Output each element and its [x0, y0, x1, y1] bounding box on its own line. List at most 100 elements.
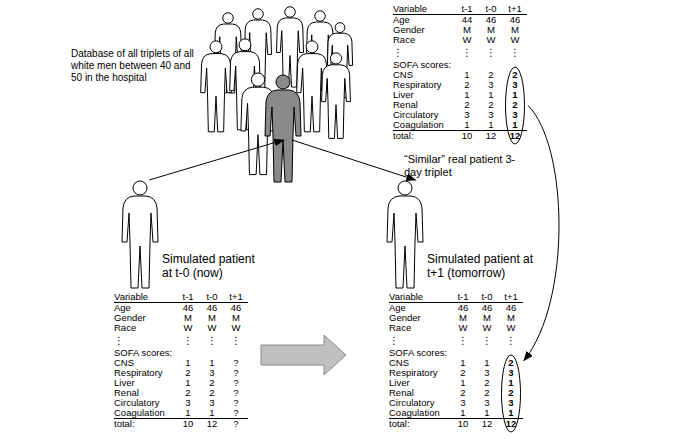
table-cell: 2: [479, 100, 503, 110]
patient-figure: Simulated patient at t-0 (now): [118, 180, 260, 290]
table-cell: Respiratory: [114, 368, 176, 378]
table-cell: 12: [503, 130, 527, 141]
table-cell: 3: [479, 110, 503, 120]
table-cell: CNS: [393, 70, 455, 80]
table-cell: 46: [200, 303, 224, 313]
table-cell: 2: [475, 388, 499, 398]
table-cell: t-1: [455, 4, 479, 15]
table-cell: W: [455, 35, 479, 45]
table-cell: 2: [503, 100, 527, 110]
table-cell: ?: [224, 408, 248, 418]
table-cell: M: [200, 313, 224, 323]
table-cell: Coagulation: [389, 408, 451, 418]
table-cell: ?: [224, 378, 248, 388]
table-cell: Variable: [389, 292, 451, 303]
table-cell: W: [479, 35, 503, 45]
table-cell: 46: [224, 303, 248, 313]
database-group: Database of all triplets of all white me…: [205, 10, 350, 140]
table-cell: Variable: [114, 292, 176, 303]
table-cell: 1: [475, 358, 499, 368]
table-cell: 1: [451, 358, 475, 368]
table-cell: 3: [200, 368, 224, 378]
table-cell: 2: [475, 378, 499, 388]
table-cell: 12: [200, 418, 224, 429]
table-cell: 10: [176, 418, 200, 429]
curved-arrow: [524, 105, 559, 360]
table-cell: 1: [451, 378, 475, 388]
table-cell: 3: [455, 110, 479, 120]
table-cell: M: [479, 25, 503, 35]
table-cell: 1: [455, 90, 479, 100]
table-cell: Gender: [393, 25, 455, 35]
table-cell: Renal: [389, 388, 451, 398]
table-cell: W: [475, 323, 499, 333]
table-cell: 3: [475, 398, 499, 408]
person-figure: [201, 41, 232, 132]
table-caption: “Similar” real patient 3-day triplet: [404, 153, 530, 179]
table-cell: W: [200, 323, 224, 333]
table-cell: 3: [503, 110, 527, 120]
table-cell: 1: [503, 90, 527, 100]
simulated-person-figure: [387, 181, 423, 288]
table-cell: Circulatory: [114, 398, 176, 408]
table-cell: 2: [200, 378, 224, 388]
table-cell: Age: [389, 303, 451, 313]
table-cell: ⋮: [499, 333, 523, 348]
table-cell: 2: [499, 388, 523, 398]
table-cell: 12: [479, 130, 503, 141]
table-cell: 3: [475, 368, 499, 378]
table-cell: Gender: [114, 313, 176, 323]
table-cell: ⋮: [503, 45, 527, 60]
table-cell: ⋮: [451, 333, 475, 348]
table-cell: ⋮: [475, 333, 499, 348]
table-cell: Race: [389, 323, 451, 333]
table-cell: 2: [455, 80, 479, 90]
table-cell: ⋮: [389, 333, 451, 348]
table-cell: M: [503, 25, 527, 35]
table-cell: 2: [479, 70, 503, 80]
table-cell: ⋮: [200, 333, 224, 348]
table-cell: Renal: [393, 100, 455, 110]
table-cell: t+1: [503, 4, 527, 15]
table-cell: 46: [176, 303, 200, 313]
table-cell: Renal: [114, 388, 176, 398]
table-cell: 46: [451, 303, 475, 313]
table-cell: 3: [200, 398, 224, 408]
table-cell: W: [176, 323, 200, 333]
table-cell: Liver: [389, 378, 451, 388]
table-cell: CNS: [389, 358, 451, 368]
table-cell: 2: [176, 368, 200, 378]
table-cell: Respiratory: [389, 368, 451, 378]
table-cell: Age: [393, 15, 455, 25]
table-cell: 2: [499, 358, 523, 368]
simulated-person-figure: [122, 181, 158, 288]
table-cell: 46: [499, 303, 523, 313]
table-cell: t+1: [224, 292, 248, 303]
table-cell: 1: [475, 408, 499, 418]
data-table: Variablet-1t-0t+1Age464646GenderMMMRaceW…: [113, 292, 249, 429]
table-cell: 3: [176, 398, 200, 408]
table-cell: ?: [224, 358, 248, 368]
table-cell: 1: [176, 378, 200, 388]
table-cell: M: [475, 313, 499, 323]
table-cell: total:: [389, 418, 451, 429]
table-cell: Circulatory: [393, 110, 455, 120]
table-cell: 2: [451, 368, 475, 378]
data-table: Variablet-1t-0t+1Age464646GenderMMMRaceW…: [388, 292, 524, 429]
table-cell: M: [499, 313, 523, 323]
table-cell: 46: [475, 303, 499, 313]
table-cell: Circulatory: [389, 398, 451, 408]
table-cell: 1: [503, 120, 527, 130]
table-cell: Liver: [114, 378, 176, 388]
table-cell: 1: [499, 408, 523, 418]
table-cell: Gender: [389, 313, 451, 323]
table-cell: t-0: [200, 292, 224, 303]
table-cell: ⋮: [176, 333, 200, 348]
connector-line: [149, 140, 283, 180]
data-table: Variablet-1t-0t+1Age444646GenderMMMRaceW…: [392, 4, 528, 141]
table-cell: 1: [176, 358, 200, 368]
table-cell: 1: [200, 408, 224, 418]
table-cell: 3: [479, 80, 503, 90]
table-cell: total:: [393, 130, 455, 141]
